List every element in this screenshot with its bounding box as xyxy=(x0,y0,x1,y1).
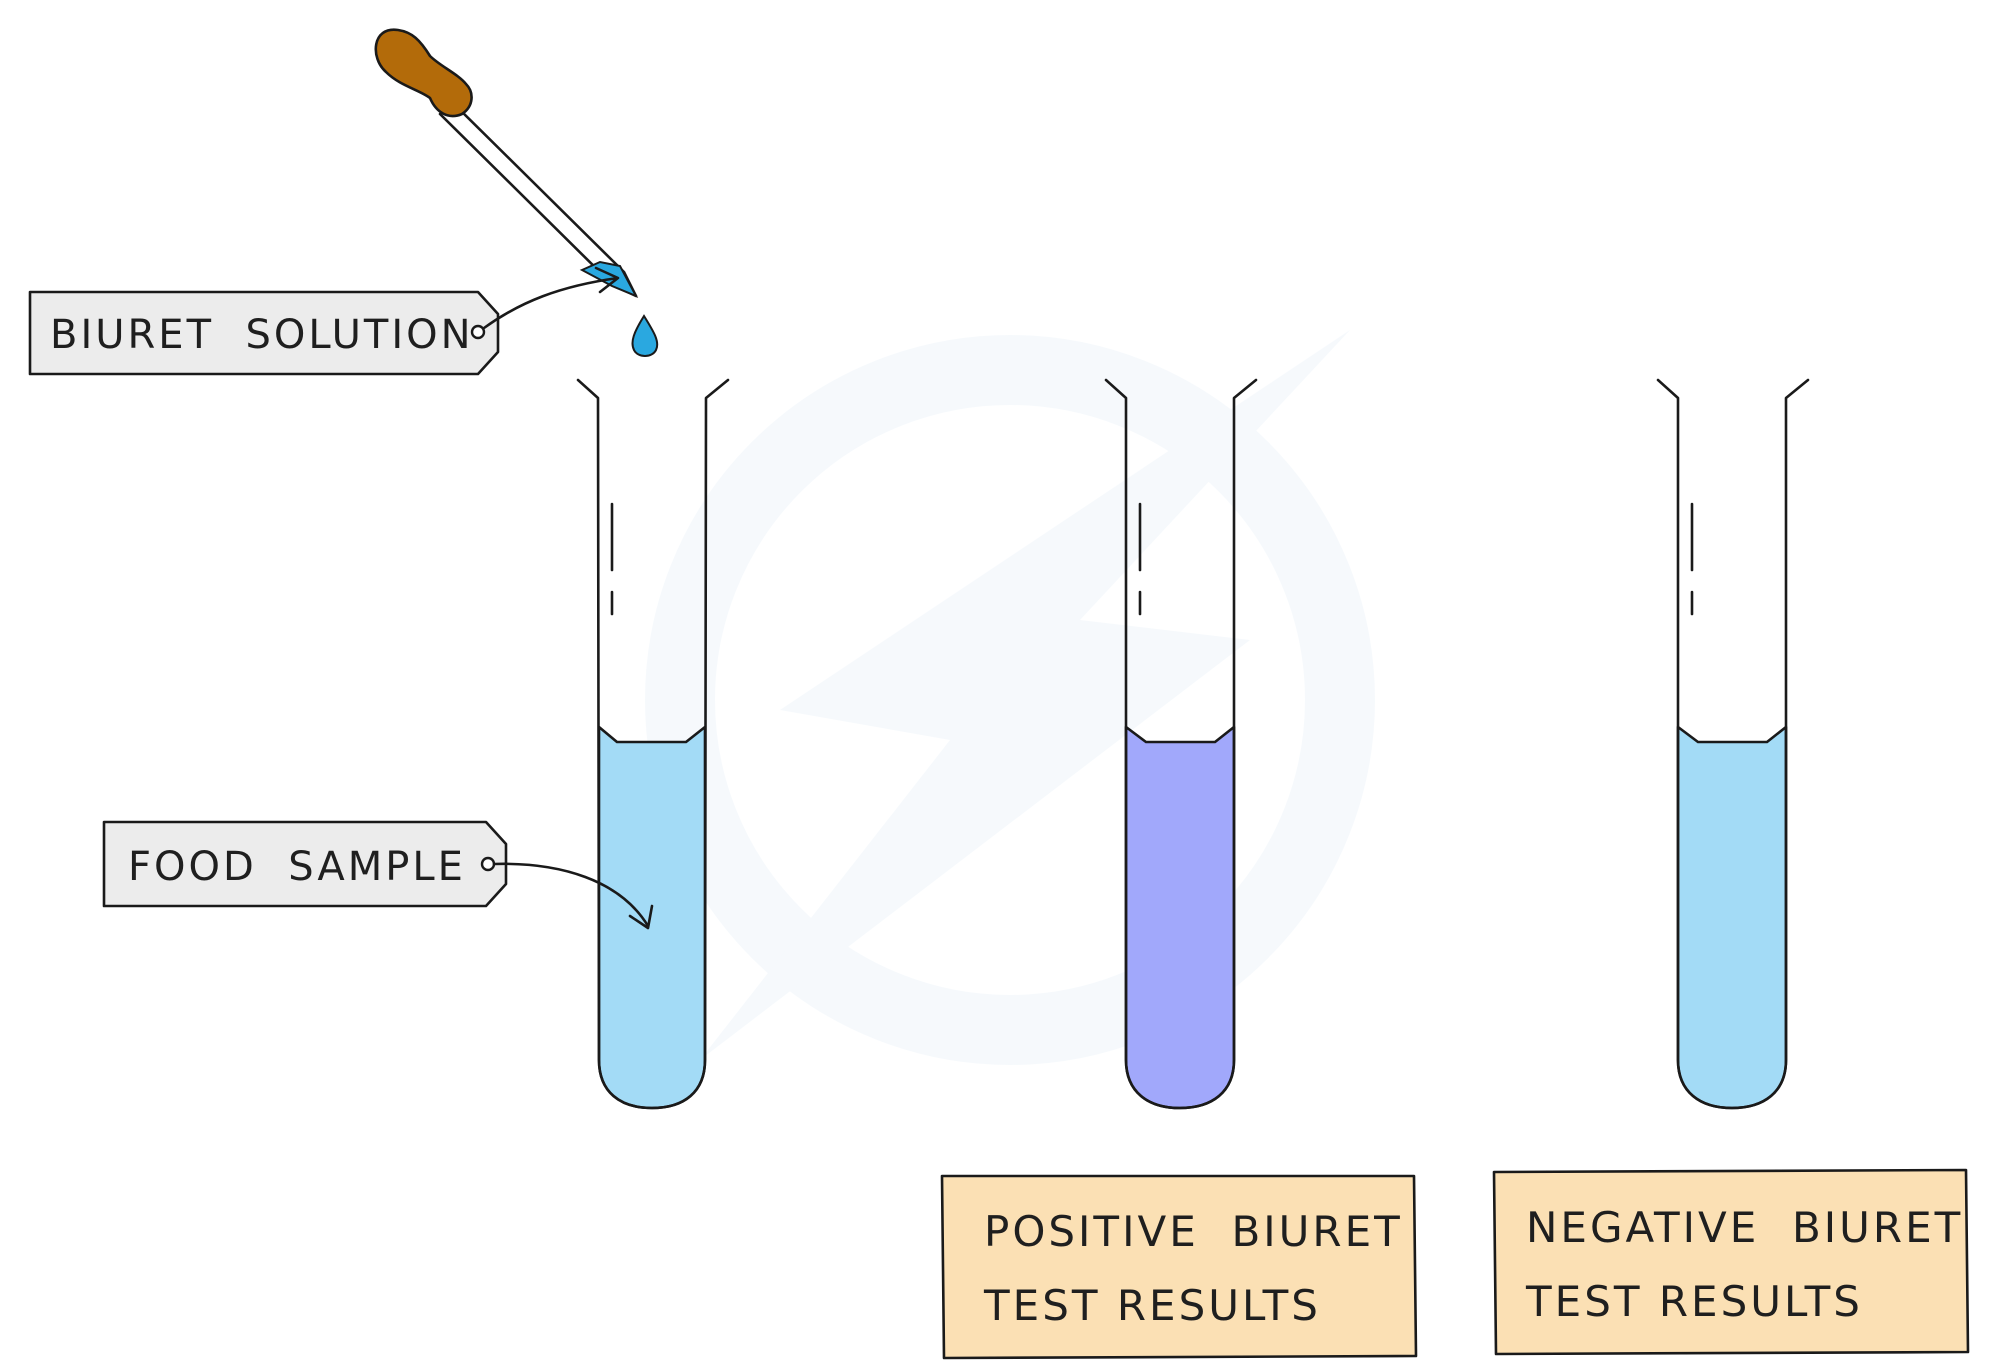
dropper-bulb-icon xyxy=(374,28,473,118)
arrow-to-sample-icon xyxy=(492,862,654,930)
negative-result-line1: NEGATIVE BIURET xyxy=(1526,1203,1963,1252)
test-tube-sample xyxy=(576,378,730,1110)
biuret-drop-icon xyxy=(631,314,659,357)
positive-result-line1: POSITIVE BIURET xyxy=(984,1207,1403,1256)
label-biuret-solution: BIURET SOLUTION xyxy=(28,266,620,376)
food-sample-text: FOOD SAMPLE xyxy=(128,844,466,890)
positive-liquid xyxy=(1124,725,1236,1110)
sample-liquid xyxy=(597,725,707,1110)
biuret-solution-text: BIURET SOLUTION xyxy=(50,312,474,358)
watermark-logo xyxy=(645,330,1375,1065)
test-tube-positive xyxy=(1104,378,1258,1110)
negative-liquid xyxy=(1676,725,1788,1110)
positive-result-line2: TEST RESULTS xyxy=(983,1281,1321,1330)
arrow-to-dropper-icon xyxy=(482,266,620,330)
negative-result-line2: TEST RESULTS xyxy=(1525,1277,1863,1326)
label-food-sample: FOOD SAMPLE xyxy=(102,820,654,930)
result-box-positive: POSITIVE BIURET TEST RESULTS xyxy=(940,1174,1418,1360)
result-box-negative: NEGATIVE BIURET TEST RESULTS xyxy=(1492,1168,1970,1356)
test-tube-negative xyxy=(1656,378,1810,1110)
